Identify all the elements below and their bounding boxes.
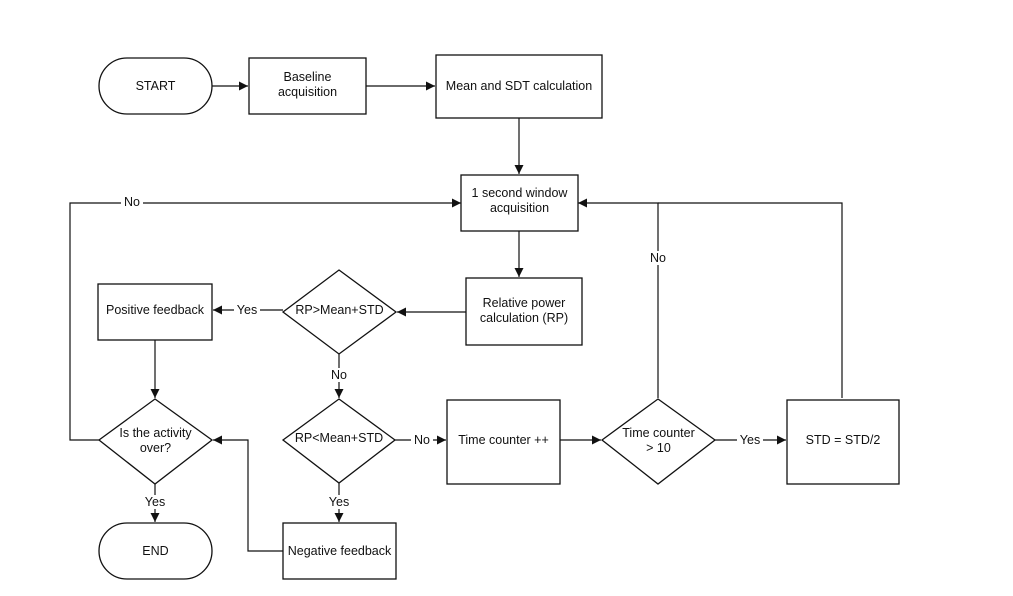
node-time-counter-label: Time counter ++ — [458, 433, 549, 447]
node-negative-label: Negative feedback — [288, 544, 392, 558]
node-window-label-1: 1 second window — [472, 186, 569, 200]
node-activity-label-2: over? — [140, 441, 171, 455]
decision-rp-gt — [281, 269, 398, 355]
label-counter-no: No — [650, 251, 666, 265]
process-negative-feedback — [282, 522, 397, 580]
node-rp-gt-label: RP>Mean+STD — [295, 303, 383, 317]
edge-labels: No No Yes No No Yes Yes Yes — [121, 195, 763, 509]
process-mean-sdt — [435, 54, 603, 119]
decision-rp-lt — [281, 398, 397, 484]
node-relative-power: Relative power calculation (RP) — [465, 277, 583, 346]
label-activity-no: No — [124, 195, 140, 209]
node-counter-check: Time counter > 10 — [600, 398, 717, 485]
node-window-label-2: acquisition — [490, 201, 549, 215]
node-relative-power-label-1: Relative power — [483, 296, 566, 310]
node-time-counter: Time counter ++ — [446, 399, 561, 485]
node-activity-over: Is the activity over? — [97, 398, 214, 485]
node-mean-sdt-label: Mean and SDT calculation — [446, 79, 592, 93]
process-time-counter — [446, 399, 561, 485]
process-window — [460, 174, 579, 232]
terminator-end — [98, 522, 213, 580]
edge-negative-to-activity — [213, 435, 283, 552]
node-std-update: STD = STD/2 — [786, 399, 900, 485]
node-negative: Negative feedback — [282, 522, 397, 580]
node-relative-power-label-2: calculation (RP) — [480, 311, 568, 325]
decision-activity-over — [97, 398, 214, 485]
label-rp-lt-no: No — [414, 433, 430, 447]
label-rp-lt-yes: Yes — [329, 495, 349, 509]
node-counter-check-label-2: > 10 — [646, 441, 671, 455]
node-window: 1 second window acquisition — [460, 174, 579, 232]
node-mean-sdt: Mean and SDT calculation — [435, 54, 603, 119]
node-std-update-label: STD = STD/2 — [806, 433, 881, 447]
node-end: END — [98, 522, 213, 580]
node-end-label: END — [142, 544, 168, 558]
node-rp-lt-label: RP<Mean+STD — [295, 431, 383, 445]
terminator-start — [98, 57, 213, 115]
process-baseline — [248, 57, 367, 115]
edge-check-no-to-window — [578, 198, 659, 398]
node-baseline: Baseline acquisition — [248, 57, 367, 115]
node-start-label: START — [136, 79, 176, 93]
label-rp-gt-no: No — [331, 368, 347, 382]
label-rp-gt-yes: Yes — [237, 303, 257, 317]
edge-activity-no-to-window — [69, 198, 461, 441]
node-positive: Positive feedback — [97, 283, 213, 341]
process-relative-power — [465, 277, 583, 346]
node-counter-check-label-1: Time counter — [622, 426, 694, 440]
process-std-update — [786, 399, 900, 485]
node-baseline-label-2: acquisition — [278, 85, 337, 99]
edge-std-to-window — [658, 202, 843, 398]
label-activity-yes: Yes — [145, 495, 165, 509]
node-activity-label-1: Is the activity — [119, 426, 192, 440]
process-positive-feedback — [97, 283, 213, 341]
label-counter-yes: Yes — [740, 433, 760, 447]
decision-counter-check — [600, 398, 717, 485]
node-rp-lt: RP<Mean+STD — [281, 398, 397, 484]
node-rp-gt: RP>Mean+STD — [281, 269, 398, 355]
node-baseline-label-1: Baseline — [284, 70, 332, 84]
node-start: START — [98, 57, 213, 115]
node-positive-label: Positive feedback — [106, 303, 205, 317]
